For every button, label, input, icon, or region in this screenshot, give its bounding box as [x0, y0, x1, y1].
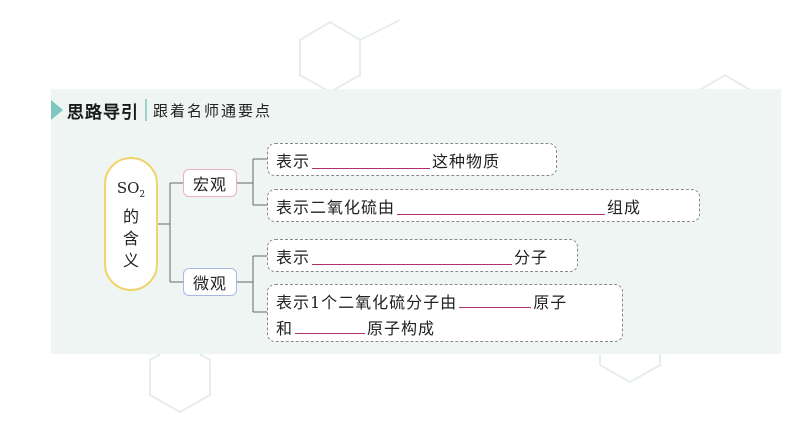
- macro-item-1-prefix: 表示: [276, 151, 311, 171]
- micro-item-2-prefix: 表示1个二氧化硫分子由: [276, 293, 458, 312]
- micro-node: 微观: [183, 268, 237, 296]
- answer-blank[interactable]: [397, 196, 606, 215]
- answer-blank[interactable]: [459, 289, 532, 308]
- micro-item-2-line-1: 表示1个二氧化硫分子由 原子: [276, 289, 614, 315]
- section-subtitle: 跟着名师通要点: [153, 101, 273, 120]
- micro-item-2-line-2: 和 原子构成: [276, 315, 614, 341]
- root-char-1: 的: [122, 206, 139, 226]
- answer-blank[interactable]: [312, 150, 431, 169]
- arrow-icon: [51, 100, 63, 120]
- micro-item-2-line2-suffix: 原子构成: [367, 319, 436, 338]
- section-header: 思路导引 跟着名师通要点: [51, 96, 272, 124]
- root-char-2: 含: [122, 228, 139, 248]
- micro-item-1-suffix: 分子: [514, 247, 549, 267]
- micro-item-2-line2-prefix: 和: [276, 319, 294, 338]
- micro-item-1-prefix: 表示: [276, 247, 311, 267]
- section-title: 思路导引: [67, 102, 139, 123]
- root-char-3: 义: [122, 250, 139, 270]
- micro-item-1: 表示 分子: [267, 239, 578, 272]
- root-node-so2-meaning: SO2 的 含 义: [104, 157, 158, 291]
- macro-item-1: 表示 这种物质: [267, 143, 557, 176]
- so2-formula: SO2: [116, 178, 146, 200]
- micro-item-2: 表示1个二氧化硫分子由 原子 和 原子构成: [267, 284, 623, 342]
- macro-item-2: 表示二氧化硫由 组成: [267, 189, 700, 222]
- macro-item-2-prefix: 表示二氧化硫由: [276, 197, 396, 217]
- header-divider: [145, 99, 147, 121]
- macro-node: 宏观: [183, 169, 237, 197]
- micro-item-2-suffix: 原子: [533, 293, 568, 312]
- macro-item-2-suffix: 组成: [607, 197, 642, 217]
- macro-item-1-suffix: 这种物质: [432, 151, 501, 171]
- answer-blank[interactable]: [295, 315, 366, 334]
- answer-blank[interactable]: [312, 246, 513, 265]
